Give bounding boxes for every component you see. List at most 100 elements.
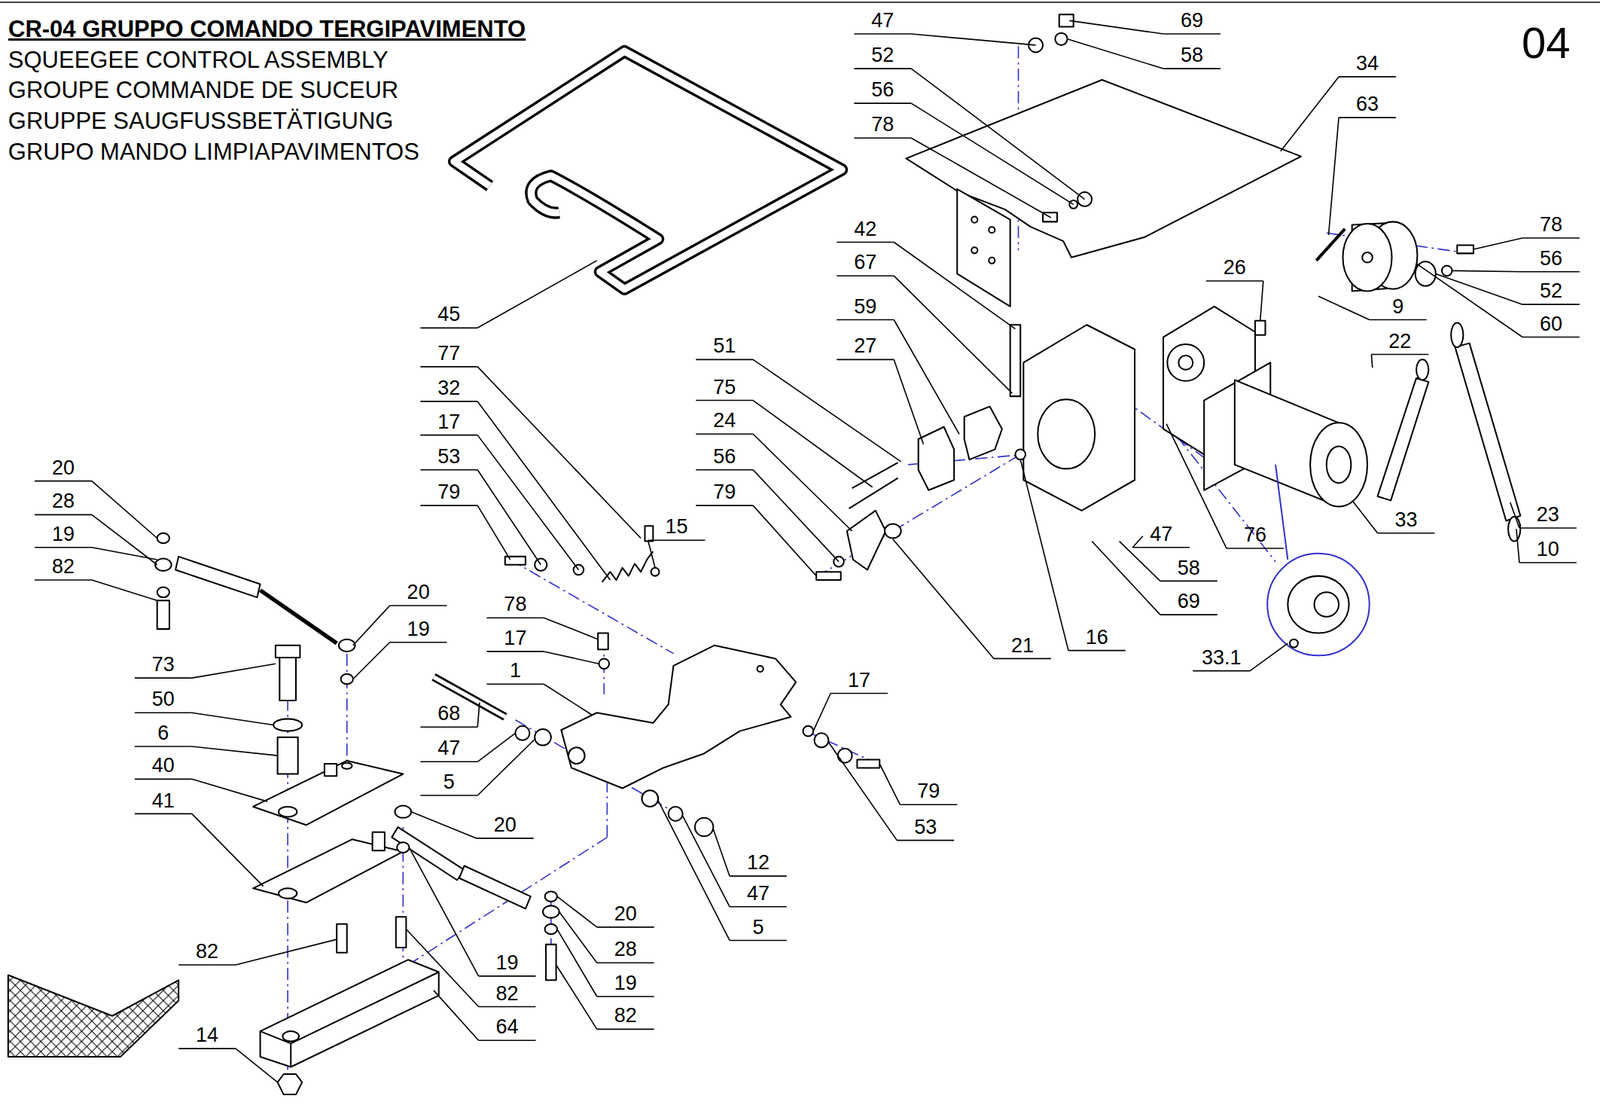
title-translation: SQUEEGEE CONTROL ASSEMBLY [8,47,389,71]
leader-line [420,400,478,403]
callout-number: 33.1 [1201,646,1242,668]
leader-line [892,539,994,659]
leader-line [853,137,912,139]
callout-number: 47 [437,737,461,759]
leader-line [390,641,448,644]
callout-number: 17 [847,669,871,690]
leader-line [1435,273,1523,305]
callout-number: 15 [664,516,688,537]
leader-line [420,504,478,506]
leader-line [1318,295,1370,320]
leader-line [1328,117,1340,235]
leader-line [192,813,264,886]
leader-line [477,702,480,728]
callout-number: 42 [853,218,877,239]
leader-line [836,319,894,321]
title-translation: GROUPE COMMANDE DE SUCEUR [8,78,399,102]
callout-number: 45 [437,304,461,325]
leader-line [1160,580,1218,583]
leader-line [1371,354,1372,369]
leader-line [408,847,479,976]
callout-number: 9 [1392,295,1404,317]
leader-line [420,469,478,471]
leader-line [1160,613,1218,616]
leader-line [192,663,276,678]
leader-line [597,995,655,997]
leader-line [353,605,391,646]
leader-line [192,778,268,802]
center-lines [287,45,1469,1082]
leader-line [486,616,544,619]
leader-line [543,617,598,639]
leader-line [477,260,598,328]
leader-line [729,905,787,908]
leader-line [405,929,479,1007]
callout-number: 79 [917,780,940,802]
callout-number: 10 [1536,539,1560,560]
leader-line [695,432,753,435]
leader-line [1473,237,1523,250]
leader-line [1369,319,1427,321]
callout-number: 51 [713,335,736,357]
leader-line [34,579,92,581]
leader-line [911,137,1052,218]
callout-number: 53 [914,816,937,837]
leader-line [853,102,912,104]
callout-number: 64 [496,1016,519,1037]
leader-line [1226,547,1284,549]
leader-line [911,103,1073,205]
callout-number: 56 [713,445,736,467]
callout-number: 50 [152,688,175,710]
callout-number: 17 [503,627,527,649]
leader-line [390,604,448,607]
callout-number: 24 [713,410,736,431]
callout-number: 69 [1177,591,1201,612]
leader-line [752,359,902,462]
leader-line [899,803,957,805]
leader-line [478,1005,537,1008]
leader-line [695,469,753,471]
callout-number: 28 [614,938,637,960]
leader-line [91,579,158,601]
leader-line [557,896,598,927]
callout-number: 19 [496,951,519,973]
leader-line [91,481,158,539]
callout-number: 20 [51,457,75,478]
callout-number: 82 [51,556,75,577]
callout-number: 19 [614,972,637,994]
leader-line [1260,280,1264,321]
leader-line [752,433,852,531]
leader-line [830,692,888,695]
leader-line [556,964,598,1029]
callout-number: 23 [1536,504,1560,525]
leader-line [353,642,391,680]
callout-number: 60 [1539,313,1563,334]
callout-number: 17 [437,411,461,432]
leader-line [911,68,1085,199]
leader-line [648,539,656,568]
callout-number: 47 [746,882,770,903]
callout-number: 22 [1388,330,1412,351]
leader-line [420,327,478,330]
leader-line [134,711,192,714]
leader-line [1338,76,1396,78]
leader-line [1280,76,1339,152]
leader-line [420,725,478,728]
leader-line [477,435,579,570]
callout-number: 63 [1356,94,1379,115]
leader-line [192,746,278,756]
leader-line [1249,643,1288,671]
leader-line [597,1028,655,1031]
leader-line [1377,532,1436,534]
parts [8,14,1521,1095]
callout-number: 12 [746,852,770,873]
leader-line [896,839,954,842]
leader-line [893,275,1012,394]
leader-line [1163,67,1221,70]
page-number: 04 [1521,21,1571,65]
leader-line [1510,502,1520,528]
callout-number: 73 [152,654,175,675]
leader-line [1451,270,1523,272]
leader-line [752,505,817,576]
